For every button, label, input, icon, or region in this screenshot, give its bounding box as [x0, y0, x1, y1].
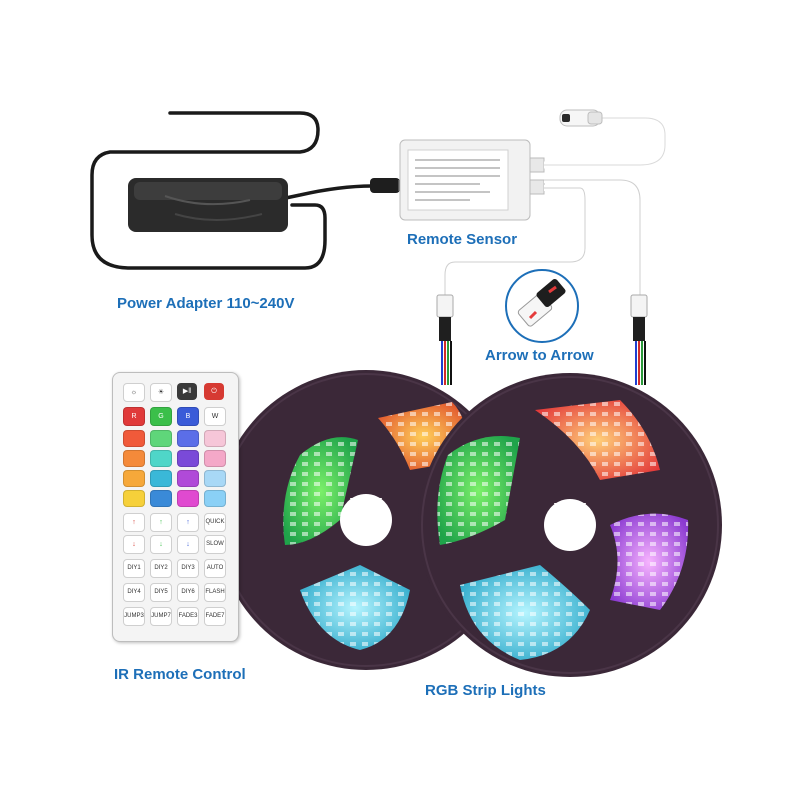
led-reel-right	[418, 373, 722, 677]
slow-button: SLOW	[204, 535, 226, 554]
right-connector	[630, 294, 648, 385]
rgb-strip-label: RGB Strip Lights	[425, 682, 546, 699]
color-button	[204, 450, 226, 467]
remote-sensor-label: Remote Sensor	[407, 231, 518, 248]
red-down-button: ↓	[123, 535, 145, 554]
remote-sensor-box	[399, 139, 545, 221]
power-adapter	[128, 178, 288, 232]
remote-button-b: B	[177, 407, 199, 426]
ir-remote-control: ☼ ☀ ▶‖ ⏻ R G B W ↑ ↑ ↑ QUICK ↓ ↓ ↓ SLOW …	[112, 372, 239, 642]
color-button	[177, 470, 199, 487]
ir-receiver-head	[559, 109, 603, 127]
brightness-down-icon: ☀	[150, 383, 172, 402]
diy6-button: DIY6	[177, 583, 199, 602]
diy5-button: DIY5	[150, 583, 172, 602]
diy3-button: DIY3	[177, 559, 199, 578]
remote-button-w: W	[204, 407, 226, 426]
color-button	[150, 470, 172, 487]
auto-button: AUTO	[204, 559, 226, 578]
brightness-up-icon: ☼	[123, 383, 145, 402]
color-button	[204, 470, 226, 487]
blue-up-button: ↑	[177, 513, 199, 532]
ir-remote-label: IR Remote Control	[114, 666, 246, 683]
color-button	[123, 470, 145, 487]
blue-down-button: ↓	[177, 535, 199, 554]
color-button	[123, 450, 145, 467]
left-connector	[436, 294, 454, 385]
color-button	[150, 490, 172, 507]
quick-button: QUICK	[204, 513, 226, 532]
diy2-button: DIY2	[150, 559, 172, 578]
jump7-button: JUMP7	[150, 607, 172, 626]
fade7-button: FADE7	[204, 607, 226, 626]
play-pause-icon: ▶‖	[177, 383, 197, 400]
color-button	[123, 430, 145, 447]
fade3-button: FADE3	[177, 607, 199, 626]
adapter-cable	[90, 111, 327, 270]
arrow-to-arrow-inset	[505, 269, 579, 343]
color-button	[177, 490, 199, 507]
sensor-receiver-cable	[544, 114, 669, 169]
arrow-to-arrow-label: Arrow to Arrow	[485, 347, 594, 364]
remote-button-r: R	[123, 407, 145, 426]
color-button	[150, 450, 172, 467]
color-button	[177, 430, 199, 447]
diy4-button: DIY4	[123, 583, 145, 602]
diy1-button: DIY1	[123, 559, 145, 578]
color-button	[204, 490, 226, 507]
green-down-button: ↓	[150, 535, 172, 554]
red-up-button: ↑	[123, 513, 145, 532]
color-button	[150, 430, 172, 447]
color-button	[204, 430, 226, 447]
color-button	[123, 490, 145, 507]
flash-button: FLASH	[204, 583, 226, 602]
power-icon: ⏻	[204, 383, 224, 400]
green-up-button: ↑	[150, 513, 172, 532]
remote-button-g: G	[150, 407, 172, 426]
power-adapter-label: Power Adapter 110~240V	[117, 295, 295, 312]
jump3-button: JUMP3	[123, 607, 145, 626]
color-button	[177, 450, 199, 467]
